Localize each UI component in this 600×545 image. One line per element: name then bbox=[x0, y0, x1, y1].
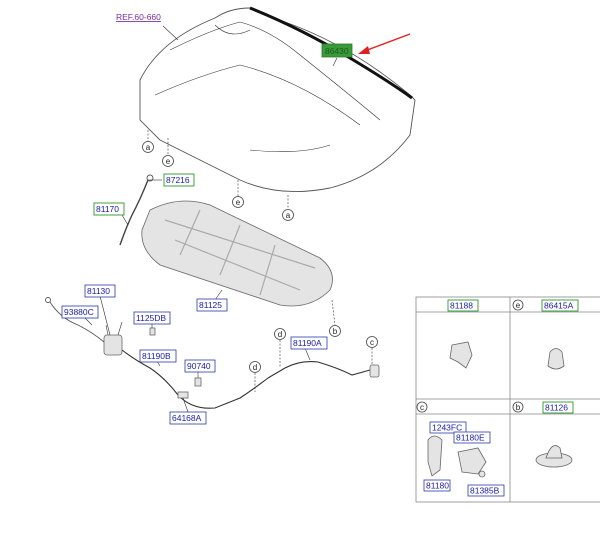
svg-text:d: d bbox=[278, 330, 282, 339]
label-stay-bolt[interactable]: 87216 bbox=[163, 173, 195, 187]
svg-text:81190B: 81190B bbox=[142, 351, 171, 361]
label-latch-assy[interactable]: 81130 bbox=[84, 284, 116, 298]
svg-text:e: e bbox=[236, 198, 241, 207]
label-ref[interactable]: REF.60-660 bbox=[116, 12, 161, 22]
latch-bolt bbox=[149, 327, 156, 336]
svg-text:81190A: 81190A bbox=[293, 338, 322, 348]
detail-cell-86415a[interactable]: e 86415A bbox=[512, 299, 579, 370]
svg-text:e: e bbox=[516, 301, 521, 310]
sensor-connector bbox=[45, 297, 51, 303]
callout-e-1: e bbox=[162, 155, 174, 167]
svg-text:81170: 81170 bbox=[96, 204, 119, 214]
label-bolt-1125db[interactable]: 1125DB bbox=[133, 311, 171, 325]
label-cable-a[interactable]: 81190A bbox=[290, 336, 328, 350]
hood-latch[interactable] bbox=[103, 321, 123, 356]
callout-d-1: d bbox=[274, 328, 286, 340]
svg-text:81130: 81130 bbox=[87, 286, 110, 296]
sensor-wire bbox=[49, 301, 105, 343]
svg-text:93880C: 93880C bbox=[64, 307, 94, 317]
cable-handle[interactable] bbox=[369, 364, 380, 378]
svg-text:1243FC: 1243FC bbox=[432, 423, 462, 433]
svg-text:81188: 81188 bbox=[450, 301, 473, 311]
svg-text:a: a bbox=[146, 143, 151, 152]
callout-a-1: a bbox=[142, 141, 154, 153]
svg-text:90740: 90740 bbox=[187, 361, 211, 371]
hood-panel[interactable] bbox=[139, 7, 416, 192]
stay-bolt-head bbox=[146, 174, 154, 182]
callout-d-2: d bbox=[249, 361, 261, 373]
svg-text:1125DB: 1125DB bbox=[136, 313, 166, 323]
svg-text:b: b bbox=[333, 327, 338, 336]
callout-b-1: b bbox=[329, 325, 341, 337]
svg-text:64168A: 64168A bbox=[172, 413, 202, 423]
label-hood-stay[interactable]: 81170 bbox=[93, 202, 125, 216]
svg-text:c: c bbox=[370, 338, 374, 347]
label-clip-64168a[interactable]: 64168A bbox=[169, 411, 207, 425]
label-cable-b[interactable]: 81190B bbox=[139, 349, 177, 363]
callout-e-2: e bbox=[232, 196, 244, 208]
svg-text:81385B: 81385B bbox=[470, 486, 500, 496]
label-hood-seal[interactable]: 86430 bbox=[321, 43, 353, 58]
detail-cell-81188[interactable]: 81188 bbox=[447, 299, 479, 369]
release-cable[interactable] bbox=[121, 349, 371, 409]
cable-clip bbox=[177, 391, 189, 399]
svg-text:81125: 81125 bbox=[199, 300, 222, 310]
svg-text:86430: 86430 bbox=[325, 46, 349, 56]
detail-table bbox=[415, 296, 600, 503]
svg-text:c: c bbox=[420, 403, 424, 412]
svg-text:e: e bbox=[166, 157, 171, 166]
detail-cell-c[interactable]: c 1243FC 81180E 81180 81385B bbox=[416, 401, 505, 497]
svg-text:b: b bbox=[516, 403, 521, 412]
label-sensor[interactable]: 93880C bbox=[61, 305, 99, 319]
hood-insulator[interactable] bbox=[141, 200, 333, 307]
bumper-stop bbox=[194, 377, 202, 387]
svg-text:86415A: 86415A bbox=[544, 301, 574, 311]
svg-text:d: d bbox=[253, 363, 257, 372]
svg-text:87216: 87216 bbox=[166, 175, 190, 185]
svg-text:81180: 81180 bbox=[426, 481, 449, 491]
label-insulator[interactable]: 81125 bbox=[196, 298, 228, 312]
hood-seal[interactable] bbox=[249, 6, 413, 100]
label-bumper-90740[interactable]: 90740 bbox=[184, 359, 216, 373]
callout-a-2: a bbox=[282, 209, 294, 221]
leader-lines bbox=[84, 25, 373, 413]
callout-c-1: c bbox=[366, 336, 378, 348]
red-pointer-arrow bbox=[358, 33, 411, 54]
svg-text:a: a bbox=[286, 211, 291, 220]
hood-stay-rod[interactable] bbox=[119, 179, 149, 246]
svg-text:81126: 81126 bbox=[545, 403, 568, 413]
detail-cell-81126[interactable]: b 81126 bbox=[512, 401, 574, 468]
svg-text:REF.60-660: REF.60-660 bbox=[116, 12, 161, 22]
svg-text:81180E: 81180E bbox=[456, 433, 485, 443]
